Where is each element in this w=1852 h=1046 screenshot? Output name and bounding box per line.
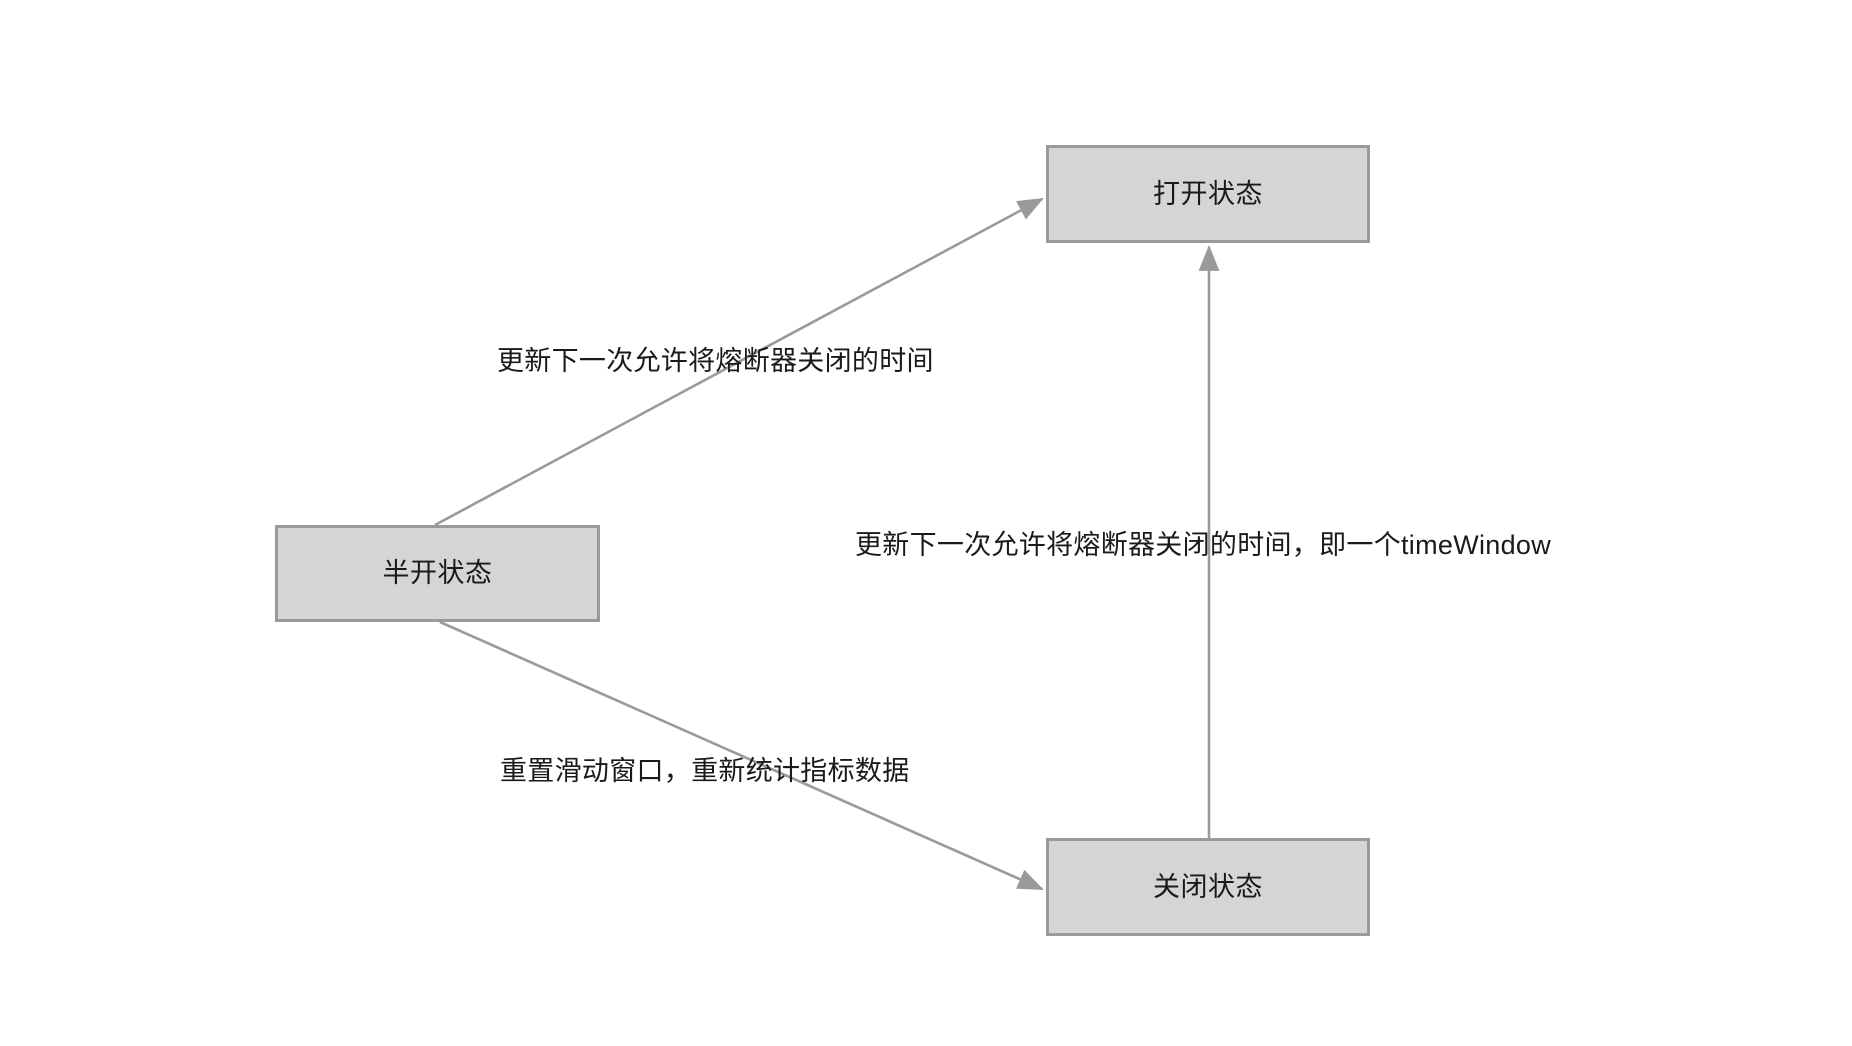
edge-label-halfopen-to-open: 更新下一次允许将熔断器关闭的时间 [497,346,934,376]
edge-halfopen-to-closed [439,620,1044,891]
edge-label-halfopen-to-closed: 重置滑动窗口，重新统计指标数据 [500,756,910,786]
edge-halfopen-to-open [434,197,1044,527]
node-open-state-label: 打开状态 [1153,178,1263,209]
node-half-open-state[interactable]: 半开状态 [275,525,600,622]
node-closed-state-label: 关闭状态 [1153,871,1263,902]
node-closed-state[interactable]: 关闭状态 [1046,838,1370,936]
node-open-state[interactable]: 打开状态 [1046,145,1370,243]
edge-label-closed-to-open: 更新下一次允许将熔断器关闭的时间，即一个timeWindow [855,530,1552,560]
node-half-open-state-label: 半开状态 [382,558,493,588]
